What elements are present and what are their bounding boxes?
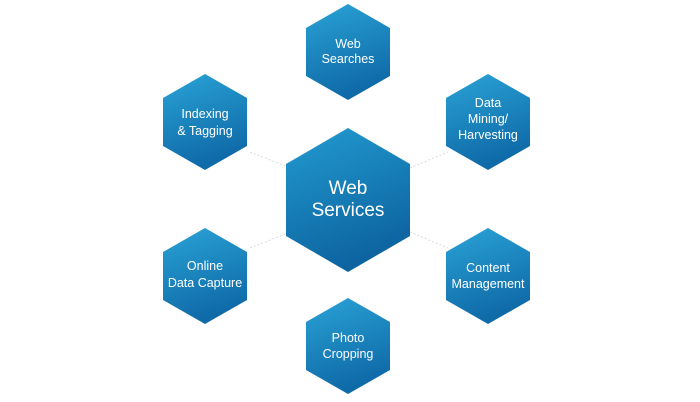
photo-cropping-line-2: Cropping — [323, 347, 374, 361]
service-web-searches: Web Searches — [306, 4, 390, 100]
online-capture-line-1: Online — [187, 259, 223, 273]
indexing-line-1: Indexing — [181, 107, 228, 121]
service-content-management: Content Management — [446, 228, 530, 324]
data-mining-line-3: Harvesting — [458, 128, 518, 142]
connector-indexing — [249, 151, 291, 169]
indexing-line-2: & Tagging — [177, 124, 232, 138]
content-management-line-1: Content — [466, 261, 510, 275]
connector-data-mining — [409, 151, 449, 169]
center-hexagon: Web Services — [286, 128, 410, 272]
service-indexing-tagging: Indexing & Tagging — [163, 74, 247, 170]
svg-text:Photo: Photo — [332, 331, 365, 345]
content-management-line-2: Management — [452, 277, 525, 291]
svg-text:Web: Web — [335, 37, 361, 51]
svg-text:Harvesting: Harvesting — [458, 128, 518, 142]
web-searches-line-1: Web — [335, 37, 361, 51]
online-capture-line-2: Data Capture — [168, 276, 242, 290]
svg-text:Content: Content — [466, 261, 510, 275]
svg-text:Searches: Searches — [322, 52, 375, 66]
svg-text:Services: Services — [312, 200, 385, 221]
svg-text:Mining/: Mining/ — [468, 112, 509, 126]
svg-text:Online: Online — [187, 259, 223, 273]
connectors — [249, 151, 449, 249]
connector-online-capture — [249, 231, 291, 249]
svg-text:Management: Management — [452, 277, 525, 291]
svg-text:& Tagging: & Tagging — [177, 124, 232, 138]
data-mining-line-1: Data — [475, 96, 501, 110]
center-label-line-1: Web — [329, 178, 368, 199]
svg-text:Indexing: Indexing — [181, 107, 228, 121]
web-searches-line-2: Searches — [322, 52, 375, 66]
svg-text:Data Capture: Data Capture — [168, 276, 242, 290]
photo-cropping-line-1: Photo — [332, 331, 365, 345]
service-data-mining-harvesting: Data Mining/ Harvesting — [446, 74, 530, 170]
service-photo-cropping: Photo Cropping — [306, 298, 390, 394]
data-mining-line-2: Mining/ — [468, 112, 509, 126]
svg-text:Web: Web — [329, 178, 368, 199]
svg-text:Cropping: Cropping — [323, 347, 374, 361]
center-label-line-2: Services — [312, 200, 385, 221]
connector-content-mgmt — [409, 231, 449, 249]
svg-text:Data: Data — [475, 96, 501, 110]
service-online-data-capture: Online Data Capture — [163, 228, 247, 324]
